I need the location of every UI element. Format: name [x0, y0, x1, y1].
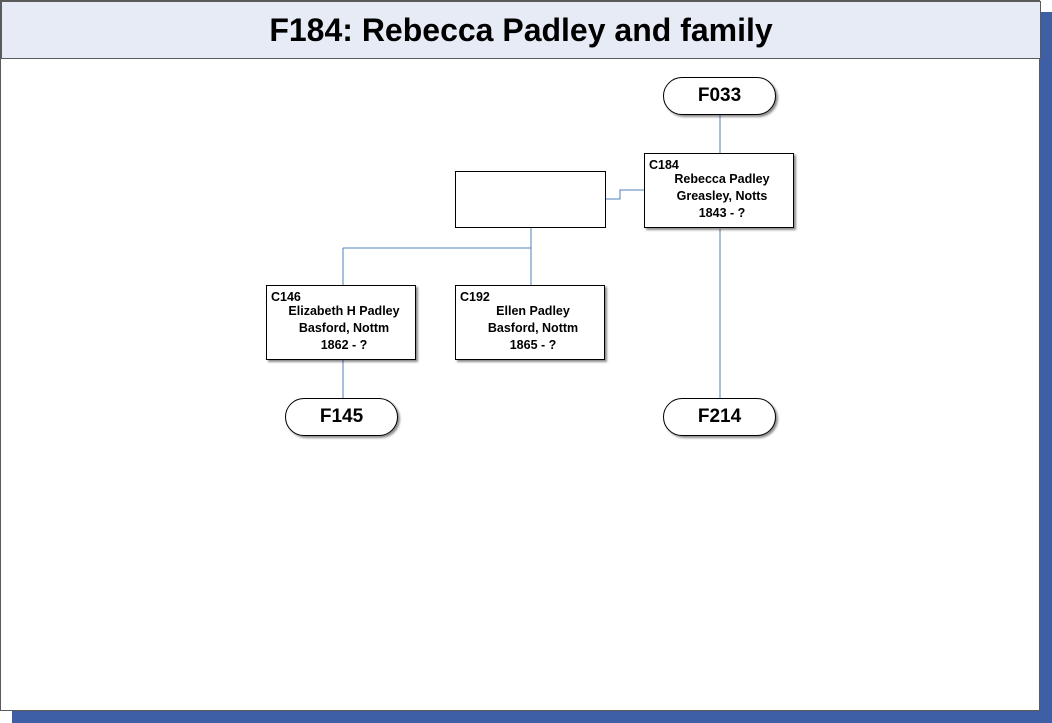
person-place: Greasley, Notts: [676, 189, 768, 203]
person-box-c146[interactable]: C146 Elizabeth H Padley Basford, Nottm 1…: [266, 285, 416, 360]
diagram-page: F184: Rebecca Padley and family F033 C18…: [0, 0, 1041, 711]
page-title: F184: Rebecca Padley and family: [269, 11, 773, 48]
family-node-f145[interactable]: F145: [285, 398, 398, 436]
person-name: Rebecca Padley: [674, 172, 770, 186]
person-id: C192: [460, 290, 490, 304]
person-dates: 1862 - ?: [320, 338, 368, 352]
person-place: Basford, Nottm: [298, 321, 390, 335]
person-id: C146: [271, 290, 301, 304]
unknown-spouse-box[interactable]: [455, 171, 606, 228]
person-box-c192[interactable]: C192 Ellen Padley Basford, Nottm 1865 - …: [455, 285, 605, 360]
family-node-f033[interactable]: F033: [663, 77, 776, 115]
title-bar: F184: Rebecca Padley and family: [1, 1, 1041, 59]
person-dates: 1843 - ?: [698, 206, 746, 220]
person-place: Basford, Nottm: [487, 321, 579, 335]
connector-lines: [342, 114, 721, 398]
connector-spouse-link: [606, 189, 644, 200]
person-id: C184: [649, 158, 679, 172]
family-node-f214[interactable]: F214: [663, 398, 776, 436]
person-name: Elizabeth H Padley: [288, 304, 400, 318]
person-dates: 1865 - ?: [509, 338, 557, 352]
person-name: Ellen Padley: [496, 304, 570, 318]
person-box-c184[interactable]: C184 Rebecca Padley Greasley, Notts 1843…: [644, 153, 794, 228]
